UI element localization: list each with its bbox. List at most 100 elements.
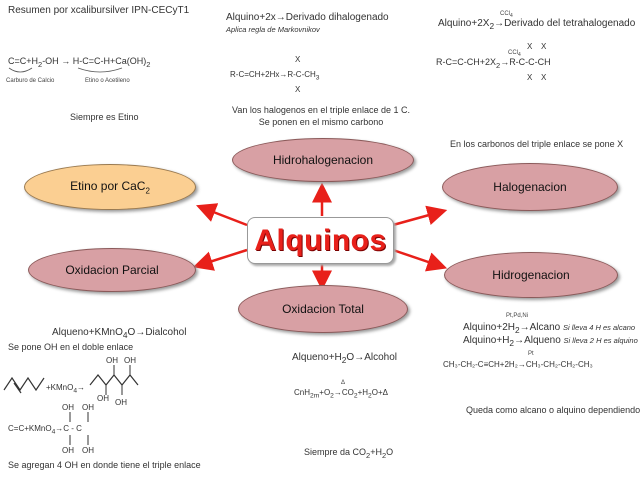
arrow-to-oxidacion-parcial [192,248,248,271]
oxid-total-note-end: +H [370,447,382,457]
node-oxidacion-parcial: Oxidacion Parcial [28,248,196,292]
node-etino: Etino por CaC2 [24,164,196,210]
kmno4-text: +KMnO [46,383,74,392]
halogen-x-top-2: X [541,42,547,51]
node-etino-text: Etino por CaC [70,178,146,193]
halogen-catalyst: CCl4 [500,11,513,19]
node-etino-sub: 2 [145,186,150,196]
kmno4-sub: 4 [73,387,78,395]
halogen-x-bottom-2: X [541,73,547,82]
hidrohalo-structure: R-C=CH+2Hx→R-C-CH3 [230,70,319,82]
halogen-catalyst-sub: 4 [510,13,513,20]
label-etino: Etino o Acetileno [85,78,130,84]
comb-mid: +O [319,388,331,397]
oh-label-8: OH [82,446,94,455]
reaction-arrow-icon: → [500,57,510,67]
hidrogen-note: Queda como alcano o alquino dependiendo [466,405,640,415]
node-oxidacion-total-label: Oxidacion Total [282,302,364,316]
halogen-note: En los carbonos del triple enlace se pon… [450,139,624,149]
oxid-total-note-end2: O [386,447,394,457]
etino-reaction-sub: 2 [38,59,43,69]
reaction-arrow-icon: → [519,322,530,333]
etino-note: Siempre es Etino [70,112,139,122]
reaction-arrow-icon: → [77,383,86,392]
hidrogen-eq2-right: Alqueno [524,335,561,346]
oxid-total-eq-left: Alqueno+H [292,352,342,363]
halogen-catalyst-2-sub: 4 [518,52,521,59]
etino-reaction-post: -OH [42,56,59,66]
halogen-struct-right: R-C-C-CH [509,57,551,67]
comb-pre: CnH [294,388,311,397]
hidrogen-eq3-left: CH₃-CH₂-C≡CH+2H₂ [443,360,518,369]
oxid-parcial-eq2-sub: 4 [51,428,56,436]
node-halogenacion-label: Halogenacion [493,180,567,194]
halogen-catalyst-text: CCl [500,11,510,17]
halogen-x-bottom-1: X [527,73,533,82]
hidrohalo-struct-right-sub: 3 [315,74,320,82]
etino-reaction-pre: C=C+H [8,56,39,66]
hidrohalo-struct-right: R-C-CH [287,70,316,79]
oh-label-2: OH [124,356,136,365]
reaction-arrow-icon: → [135,327,146,338]
halogen-struct-left: R-C=C-CH+2X [436,57,497,67]
oxid-parcial-note1: Se pone OH en el doble enlace [8,342,134,352]
oh-label-7: OH [62,446,74,455]
oxid-parcial-eq-left: Alqueno+KMnO [52,327,123,338]
halogen-catalyst-2: CCl4 [508,50,521,58]
hidrogen-eq2-left: Alquino+H [463,335,510,346]
reaction-arrow-icon: → [55,424,64,433]
reaction-arrow-icon: → [61,56,71,66]
oxid-parcial-eq2: C=C+KMnO4→C - C [8,424,82,436]
hidrohalo-eq-left: Alquino+2x [226,12,276,23]
oxid-parcial-equation: Alqueno+KMnO4O→Dialcohol [52,327,186,340]
oxid-parcial-eq-sub: 4 [122,330,128,340]
page-header-title: Resumen por xcalibursilver IPN-CECyT1 [8,5,190,16]
halogen-struct-left-sub: 2 [496,60,501,70]
oxid-parcial-eq2-right: C - C [63,424,82,433]
reaction-arrow-icon: → [333,388,342,397]
halogen-x-top-1: X [527,42,533,51]
oxid-total-eq-right: Alcohol [364,352,397,363]
oh-label-4: OH [115,398,127,407]
node-hidrohalogenacion: Hidrohalogenacion [232,138,414,182]
oxid-parcial-eq-right: Dialcohol [145,327,187,338]
oxid-parcial-note2: Se agregan 4 OH en donde tiene el triple… [8,460,201,470]
halogen-structure: R-C=C-CH+2X2→R-C-C-CH [436,57,551,70]
arrow-to-etino [196,203,248,227]
kmno4-label: +KMnO4→ [46,383,85,395]
halogen-eq-right: Derivado del tetrahalogenado [504,18,636,29]
halogen-equation: Alquino+2X2→Derivado del tetrahalogenado [438,18,635,31]
oxid-total-note-sub: 2 [366,450,371,460]
reaction-arrow-icon: → [514,335,525,346]
node-etino-label: Etino por CaC2 [70,179,150,195]
node-hidrohalogenacion-label: Hidrohalogenacion [272,153,374,167]
halogen-eq-left-sub: 2 [489,21,495,31]
center-topic-box: Alquinos [247,217,394,264]
hidrogen-eq2-note: Si lleva 2 H es alquino [563,336,638,345]
hidrohalo-rule: Aplica regla de Markovnikov [226,25,320,34]
node-oxidacion-parcial-label: Oxidacion Parcial [65,263,159,277]
etino-reaction-product-sub: 2 [146,59,151,69]
node-hidrogenacion: Hidrogenacion [444,252,618,298]
center-topic-label: Alquinos [254,223,387,257]
halogen-eq-left: Alquino+2X [438,18,490,29]
hidrogen-eq2-sub: 2 [509,338,515,348]
reaction-arrow-icon: → [279,70,288,79]
oxid-parcial-eq-mid: O [127,327,136,338]
etino-reaction-product: H-C=C-H+Ca(OH) [72,56,147,66]
oh-label-1: OH [106,356,118,365]
hidrohalo-x-bottom: X [295,85,301,94]
comb-sub4: 2 [368,392,372,400]
oxid-total-note-text: Siempre da CO [304,447,367,457]
hidrogen-eq1-sub: 2 [514,325,520,335]
oh-label-5: OH [62,403,74,412]
comb-right: CO [341,388,354,397]
hidrogen-eq3-right: CH₃-CH₂-CH₂-CH₃ [525,360,593,369]
oxid-total-combustion: CnH2m+O2→CO2+H2O+Δ [294,388,388,400]
hidrogen-eq2: Alquino+H2→Alqueno Si lleva 2 H es alqui… [463,335,638,348]
comb-end2: O+Δ [371,388,388,397]
etino-reaction: C=C+H2-OH → H-C=C-H+Ca(OH)2 [8,56,150,69]
node-hidrogenacion-label: Hidrogenacion [492,268,570,282]
oxid-total-delta-mark: Δ [341,380,346,386]
